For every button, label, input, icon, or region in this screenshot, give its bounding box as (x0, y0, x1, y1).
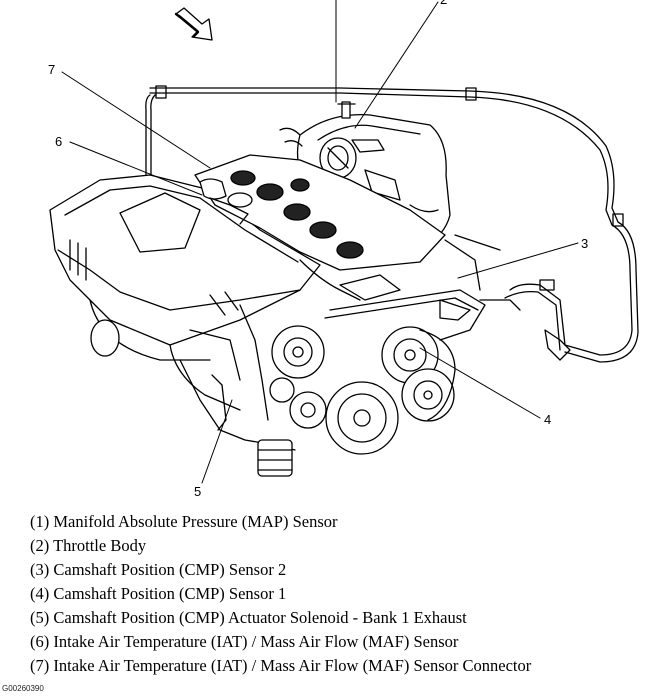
leader-lines (61, 0, 579, 484)
callout-4: 4 (544, 412, 551, 427)
legend-item-map-sensor: (1) Manifold Absolute Pressure (MAP) Sen… (30, 512, 338, 531)
callout-1: 1 (332, 0, 339, 1)
legend-item-cmp-sensor-2: (3) Camshaft Position (CMP) Sensor 2 (30, 560, 287, 579)
callout-5: 5 (194, 484, 201, 499)
engine-block (179, 234, 501, 477)
callout-3: 3 (581, 236, 588, 251)
legend-item-cmp-actuator-solenoid: (5) Camshaft Position (CMP) Actuator Sol… (30, 608, 467, 627)
engine-diagram: 2 3 4 5 6 7 1 (48, 0, 639, 499)
legend-item-iat-maf-connector: (7) Intake Air Temperature (IAT) / Mass … (30, 656, 532, 675)
legend-item-iat-maf-sensor: (6) Intake Air Temperature (IAT) / Mass … (30, 632, 459, 651)
front-direction-arrow-icon (174, 7, 213, 41)
callout-6: 6 (55, 134, 62, 149)
legend-item-cmp-sensor-1: (4) Camshaft Position (CMP) Sensor 1 (30, 584, 287, 603)
legend-item-throttle-body: (2) Throttle Body (30, 536, 147, 555)
valve-cover (194, 154, 446, 271)
intake-manifold (49, 174, 321, 411)
callout-7: 7 (48, 62, 55, 77)
vacuum-hose (145, 85, 639, 363)
callout-2: 2 (440, 0, 447, 7)
parts-legend: (1) Manifold Absolute Pressure (MAP) Sen… (30, 510, 531, 678)
figure-code: G00260390 (2, 684, 44, 693)
accessory-drive (269, 274, 486, 455)
